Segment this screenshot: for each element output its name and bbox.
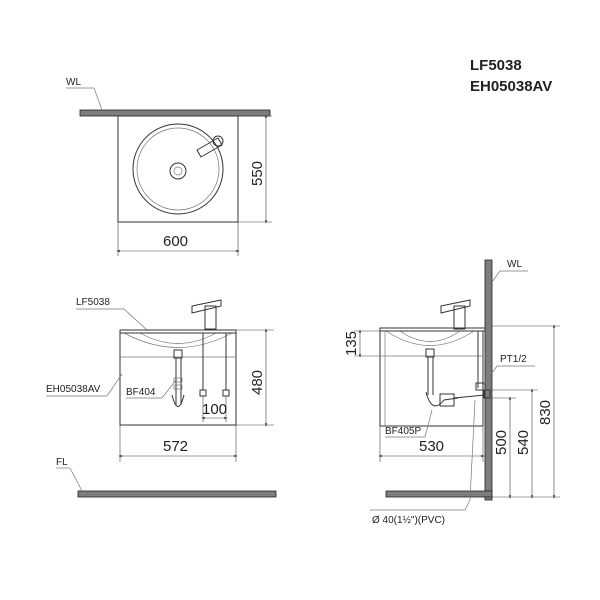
dim-550: 550: [249, 161, 266, 186]
basin-callout: LF5038: [76, 297, 110, 308]
front-basin-bowl: [123, 332, 233, 348]
drain-hole-inner: [173, 166, 183, 176]
basin-bowl-inner: [136, 127, 220, 211]
dim-530: 530: [419, 438, 444, 455]
dim-540: 540: [515, 430, 532, 455]
side-basin-rim: [379, 327, 486, 332]
trap-callout: BF404: [126, 387, 156, 398]
dim-500: 500: [493, 430, 510, 455]
side-cabinet: [379, 330, 484, 427]
dim-572: 572: [163, 438, 188, 455]
wl-top-leader-2: [93, 87, 103, 111]
basin-bowl-outer: [132, 123, 224, 215]
fl-label: FL: [56, 457, 68, 468]
front-floor-hatch: [77, 490, 277, 498]
side-basin-bowl: [385, 330, 475, 346]
faucet-side-body: [453, 305, 466, 330]
trap-side-callout: BF405P: [385, 426, 421, 437]
trap-bend: [171, 394, 185, 407]
side-trap: [425, 391, 459, 407]
top-view: WL 550 600: [66, 77, 272, 256]
front-view: LF5038 100 EH05038AV BF404: [46, 297, 277, 498]
faucet-side-spout: [440, 299, 471, 314]
dim-135: 135: [343, 331, 360, 356]
faucet-front-spout: [191, 299, 222, 314]
cabinet-callout: EH05038AV: [46, 384, 101, 395]
model-cabinet-title: EH05038AV: [470, 78, 552, 95]
top-basin-outline: [117, 115, 239, 223]
drain-hole-outer: [169, 162, 187, 180]
front-cabinet: [119, 332, 237, 426]
side-wall-hatch: [484, 259, 493, 501]
faucet-front-body: [204, 305, 217, 330]
model-basin-title: LF5038: [470, 57, 522, 74]
wl-label-top: WL: [66, 77, 81, 88]
pipe-callout: PT1/2: [500, 354, 527, 365]
drain-callout: Ø 40(1½")(PVC): [372, 515, 445, 526]
side-floor-hatch: [385, 490, 493, 498]
dim-830: 830: [537, 400, 554, 425]
dim-600: 600: [163, 233, 188, 250]
faucet-top: [196, 135, 224, 158]
wl-label-side: WL: [507, 259, 522, 270]
side-view: WL PT1/2 BF405P: [343, 259, 560, 526]
top-wall-hatch: [79, 109, 271, 117]
dim-100: 100: [202, 401, 227, 418]
dim-480: 480: [249, 370, 266, 395]
